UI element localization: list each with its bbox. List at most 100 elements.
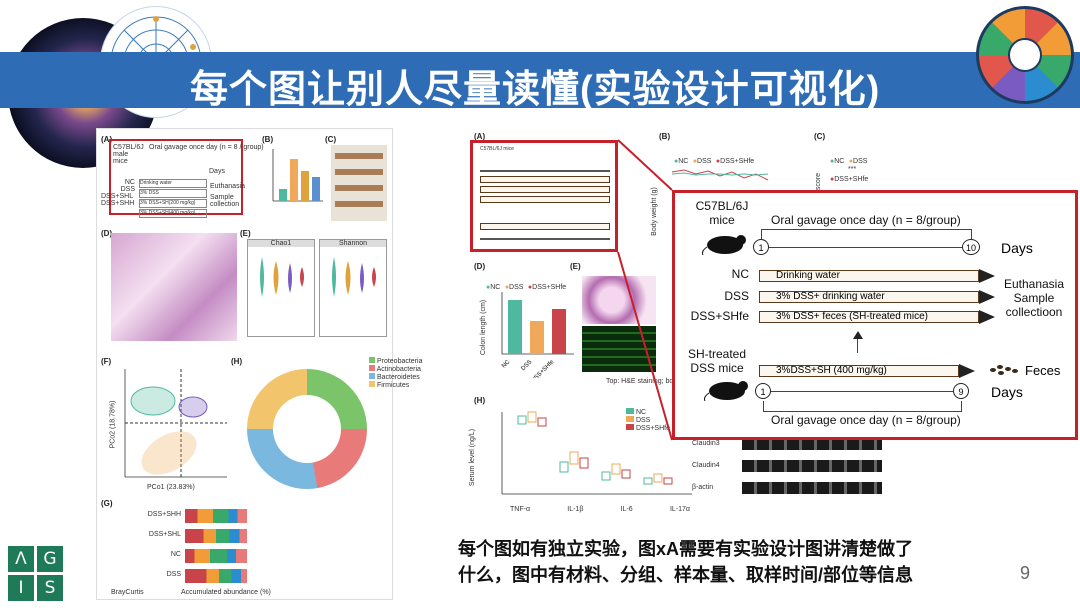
- right-h-legend-item: DSS: [635, 417, 651, 424]
- left-f-xaxis: PCo1 (23.83%): [147, 484, 195, 491]
- left-h-legend-item: Bacteroidetes: [376, 374, 420, 381]
- right-c-legend-item: DSS: [853, 158, 868, 165]
- callout-arrow: [959, 364, 975, 378]
- right-label-h: (H): [474, 396, 486, 405]
- callout-treatment-nc: Drinking water: [759, 270, 979, 282]
- right-panel-a-mini: C57BL/6J mice: [480, 146, 610, 246]
- left-label-a: (A): [101, 135, 113, 144]
- left-label-h: (H): [231, 357, 243, 366]
- left-a-group: NC: [124, 179, 135, 186]
- right-b-legend: ●NC ●DSS ●DSS+SHfe: [674, 158, 755, 165]
- left-label-e: (E): [240, 229, 251, 238]
- right-h-category: IL-6: [620, 506, 633, 513]
- callout-outcome-line: Sample: [1013, 291, 1055, 305]
- right-h-legend: NC DSS DSS+SHfe: [626, 408, 670, 432]
- title-banner: [0, 52, 1080, 108]
- left-e-title: Shannon: [320, 240, 386, 247]
- callout-bracket-bottom: [763, 411, 962, 412]
- right-h-category: IL-1β: [567, 506, 584, 513]
- callout-gavage-top: Oral gavage once day (n = 8/group): [771, 213, 961, 227]
- left-label-b: (B): [262, 135, 274, 144]
- left-g-xaxis-right: Accumulated abundance (%): [181, 589, 271, 596]
- left-panel-e-chao1: Chao1: [247, 239, 315, 337]
- callout-day-end-2: 9: [953, 383, 969, 399]
- right-h-legend-item: NC: [635, 409, 647, 416]
- left-label-f: (F): [101, 357, 112, 366]
- caption-line-2: 什么，图中有材料、分组、样本量、取样时间/部位等信息: [458, 565, 913, 585]
- blot-label: Claudin3: [692, 440, 720, 447]
- callout-group-dss-shfe: DSS+SHfe: [690, 309, 749, 323]
- callout-feces: Feces: [1025, 363, 1061, 378]
- right-e-fluorescence: [582, 326, 656, 372]
- left-a-outcome: Euthanasia: [210, 183, 246, 190]
- right-c-legend-item: DSS+SHfe: [834, 176, 869, 183]
- callout-up-arrow-line: [857, 337, 858, 353]
- left-a-days: Days: [209, 168, 225, 175]
- microbiome-wheel-center: [1008, 38, 1042, 72]
- colon-length-category: NC: [501, 359, 512, 370]
- agis-logo: Λ G I S: [8, 546, 64, 601]
- left-panel-b-chart: [272, 149, 323, 202]
- left-a-treatment: 3% DSS: [139, 189, 207, 198]
- callout-outcome-line: Euthanasia: [1003, 277, 1065, 291]
- callout-bracket-top: [761, 229, 971, 230]
- right-panel-a-highlight: [470, 140, 618, 252]
- right-d-legend-item: DSS+SHfe: [532, 284, 567, 291]
- left-a-mouse: C57BL/6J male mice: [113, 144, 144, 165]
- callout-mouse1: C57BL/6J mice: [695, 199, 749, 227]
- colon-length-bar: [552, 309, 566, 354]
- right-label-d: (D): [474, 262, 486, 271]
- right-label-a: (A): [474, 132, 486, 141]
- blot-label: β-actin: [692, 484, 714, 491]
- left-label-c: (C): [325, 135, 337, 144]
- callout-days-top: Days: [1001, 240, 1033, 256]
- callout-bracket-tick: [761, 229, 762, 239]
- callout-outcome-line: collectioon: [1005, 305, 1063, 319]
- left-g-group: DSS+SHL: [148, 531, 181, 538]
- left-panel-c-colon-photos: [331, 145, 387, 221]
- feces-icon: [990, 365, 1018, 375]
- callout-day-start: 1: [753, 239, 769, 255]
- left-a-treatment: Drinking water: [139, 179, 207, 188]
- callout-treatment-sh: 3%DSS+SH (400 mg/kg): [759, 365, 959, 377]
- callout-bracket-tick: [961, 401, 962, 411]
- right-d-legend: ●NC ●DSS ●DSS+SHfe: [486, 284, 567, 291]
- page-number: 9: [1020, 563, 1031, 583]
- left-a-group: DSS+SHL: [101, 193, 134, 200]
- callout-timeline-2: [771, 391, 953, 392]
- left-figure: (A) C57BL/6J male mice Oral gavage once …: [96, 128, 422, 600]
- left-panel-e-shannon: Shannon: [319, 239, 387, 337]
- callout-arrow: [979, 269, 995, 283]
- left-a-outcome: Sample: [210, 194, 234, 201]
- callout-group-dss: DSS: [724, 289, 749, 303]
- right-label-c: (C): [814, 132, 826, 141]
- colon-length-bar: [508, 300, 522, 354]
- right-c-legend: ●NC ●DSS ●DSS+SHfe: [830, 158, 869, 183]
- right-e-he-stain: [582, 276, 656, 324]
- right-label-e: (E): [570, 262, 581, 271]
- left-panel-d-histology: [111, 233, 237, 341]
- callout-timeline: [769, 247, 963, 248]
- callout-bracket-tick: [971, 229, 972, 239]
- callout-days-bottom: Days: [991, 384, 1023, 400]
- right-b-legend-item: DSS+SHfe: [720, 158, 755, 165]
- left-a-treatment: 3% DSS+SH(400 mg/kg): [139, 209, 207, 218]
- left-h-legend-item: Proteobacteria: [376, 358, 423, 365]
- right-h-chart: [501, 411, 692, 495]
- right-h-legend-item: DSS+SHfe: [635, 425, 670, 432]
- caption-line-1: 每个图如有独立实验，图xA需要有实验设计图讲清楚做了: [458, 539, 914, 559]
- right-b-legend-item: NC: [678, 158, 689, 165]
- callout-gavage-bottom: Oral gavage once day (n = 8/group): [771, 413, 961, 427]
- right-e-caption: Top: H&E staining; bo: [606, 378, 674, 385]
- right-b-chart: [671, 169, 769, 181]
- right-b-legend-item: DSS: [697, 158, 712, 165]
- logo-letter: S: [37, 575, 63, 601]
- blot-label: Claudin4: [692, 462, 720, 469]
- left-g-group: DSS: [166, 571, 181, 578]
- callout-arrow: [979, 290, 995, 304]
- left-panel-g-bars: [185, 509, 247, 589]
- left-h-legend: Proteobacteria Actinobacteria Bacteroide…: [369, 357, 422, 389]
- mouse-icon: [704, 381, 748, 401]
